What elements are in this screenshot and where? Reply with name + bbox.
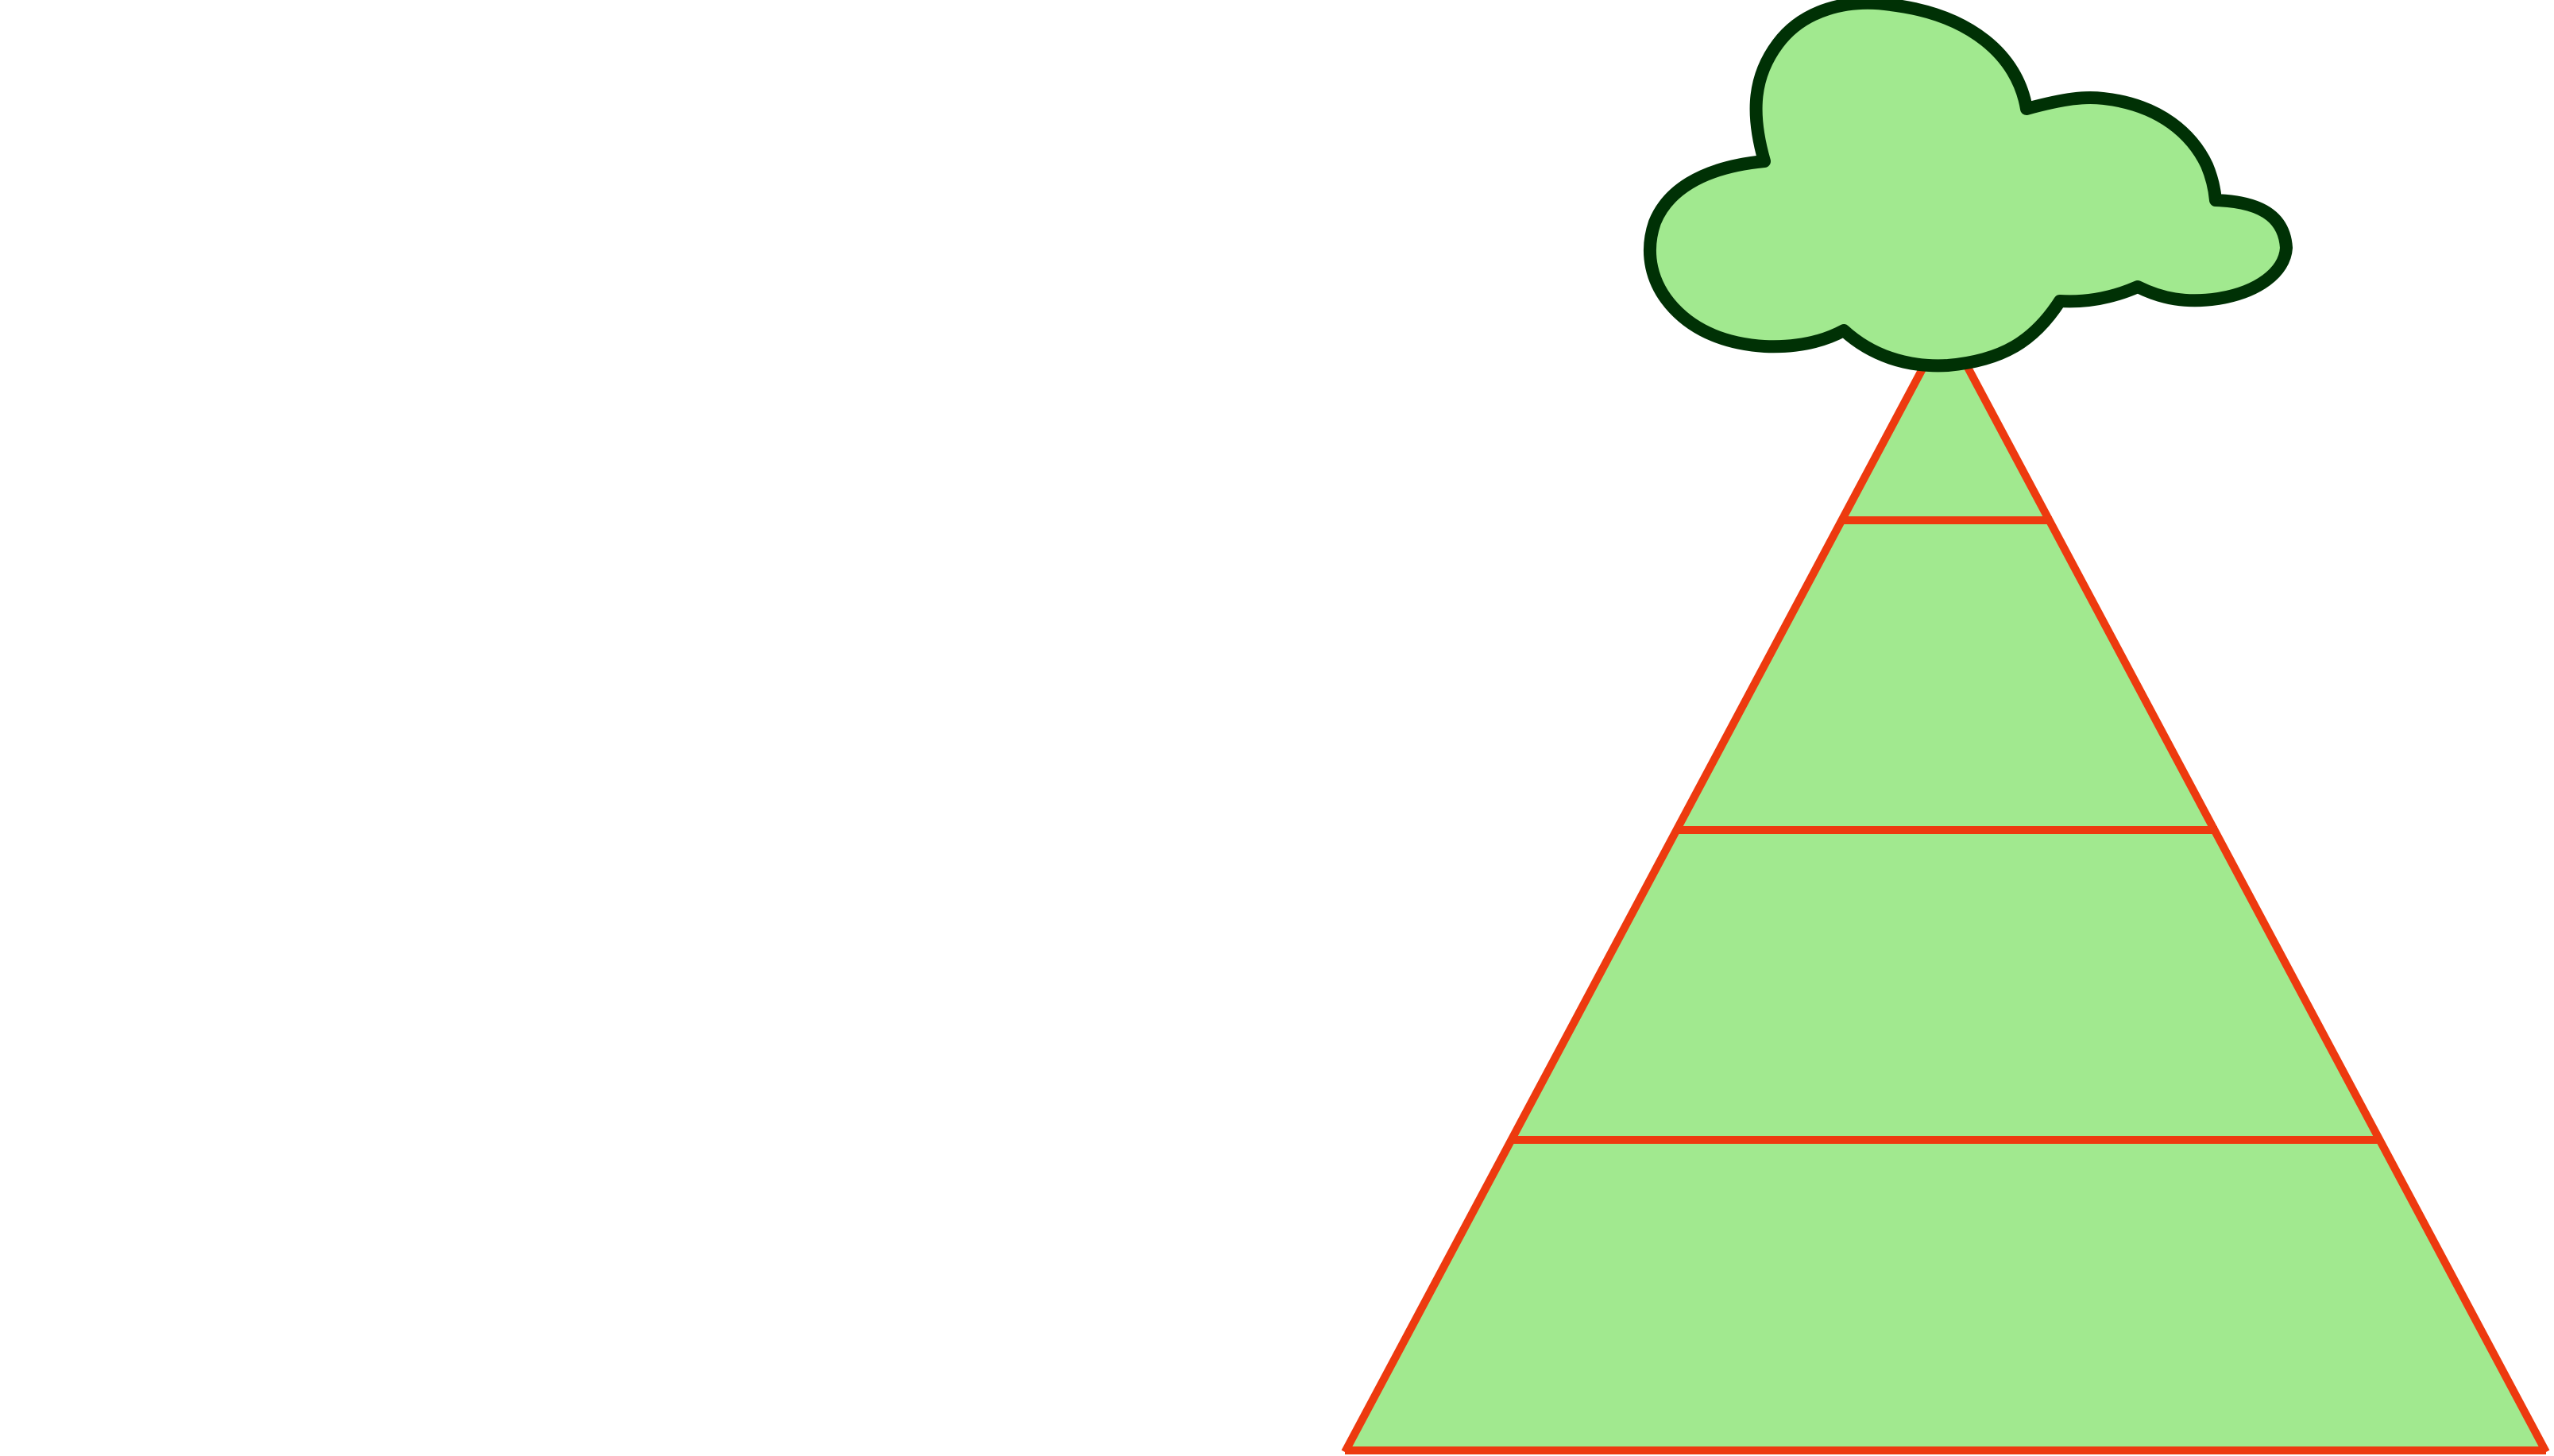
pyramid	[1341, 323, 2550, 1454]
cloud-shape	[1644, 0, 2293, 373]
pyramid-body	[1345, 326, 2546, 1452]
pyramid-right-edge	[1942, 323, 2550, 1454]
pyramid-left-edge	[1341, 323, 1949, 1454]
